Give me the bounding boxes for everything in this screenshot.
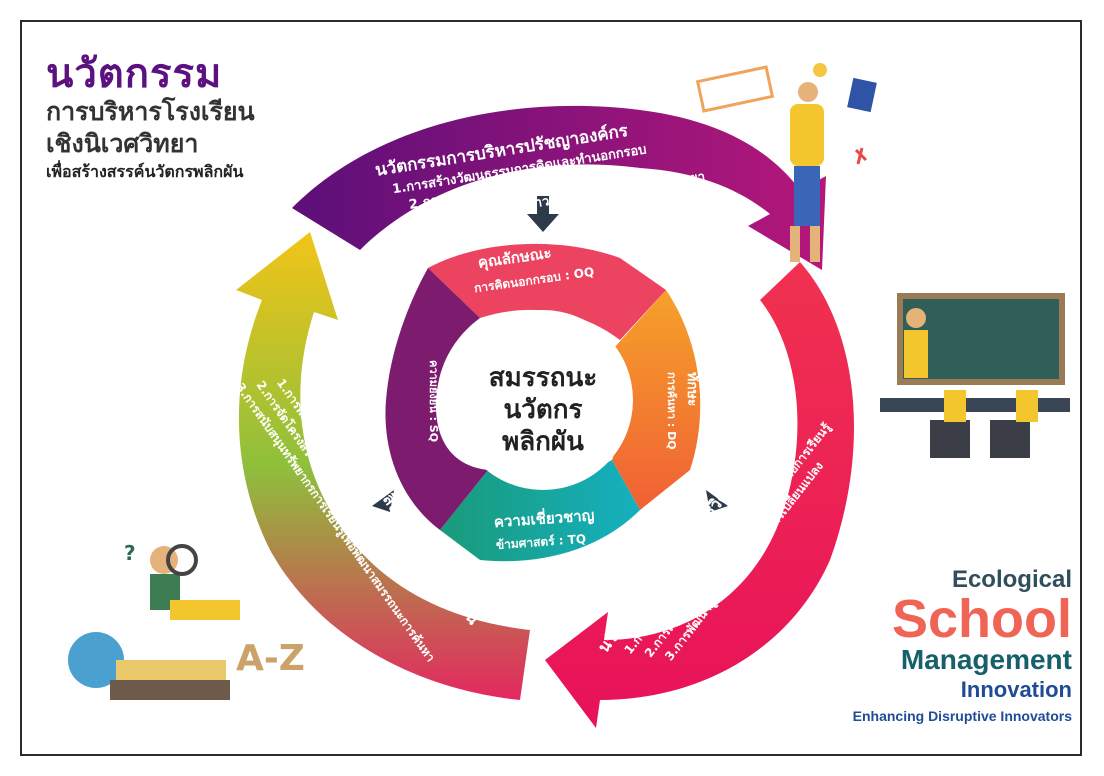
title-line-4: เพื่อสร้างสรรค์นวัตกรพลิกผัน [46,162,244,181]
right-connector-arrow-icon [706,490,728,512]
inner-segment-oq [428,243,666,340]
brand-block: Ecological School Management Innovation … [786,566,1072,724]
teacher-illustration [695,63,877,262]
sq-label-line2: ความยั่งยืน : SQ [427,360,442,442]
right-arc-arrow [545,262,854,728]
brand-line-5: Enhancing Disruptive Innovators [852,708,1072,724]
brand-line-1: Ecological [951,566,1072,593]
brand-line-4: Innovation [960,677,1072,702]
center-circle [453,310,633,490]
dq-label-line2: การค้นหา : DQ [665,372,678,450]
down-arrow-icon [527,196,559,232]
title-line-3: เชิงนิเวศวิทยา [46,129,199,158]
tq-label-line2: ข้ามศาสตร์ : TQ [495,532,586,552]
main-title: นวัตกรรม [46,51,223,97]
center-line-3: พลิกผัน [502,427,584,457]
border-frame [20,20,1082,756]
title-block: นวัตกรรม การบริหารโรงเรียน เชิงนิเวศวิทย… [46,52,255,184]
inner-segment-sq [385,268,488,530]
brand-line-2: School [891,589,1072,649]
inner-segment-tq [440,460,640,562]
brand-line-3: Management [900,644,1072,675]
svg-text:?: ? [124,541,136,565]
dq-label-line1: ทักษะ [684,372,700,406]
left-connector-arrow-icon [372,490,394,512]
classroom-illustration [880,293,1070,458]
center-line-2: นวัตกร [504,395,583,425]
sq-label-line1: ค่านิยม [446,360,462,404]
svg-text:A-Z: A-Z [236,638,305,679]
inner-segment-dq [612,290,701,510]
student-illustration: ? A-Z [68,541,305,700]
top-arc-arrow [292,105,826,270]
title-line-2: การบริหารโรงเรียน [46,97,255,126]
left-arc-arrow [236,232,530,700]
center-line-1: สมรรถนะ [489,363,597,393]
